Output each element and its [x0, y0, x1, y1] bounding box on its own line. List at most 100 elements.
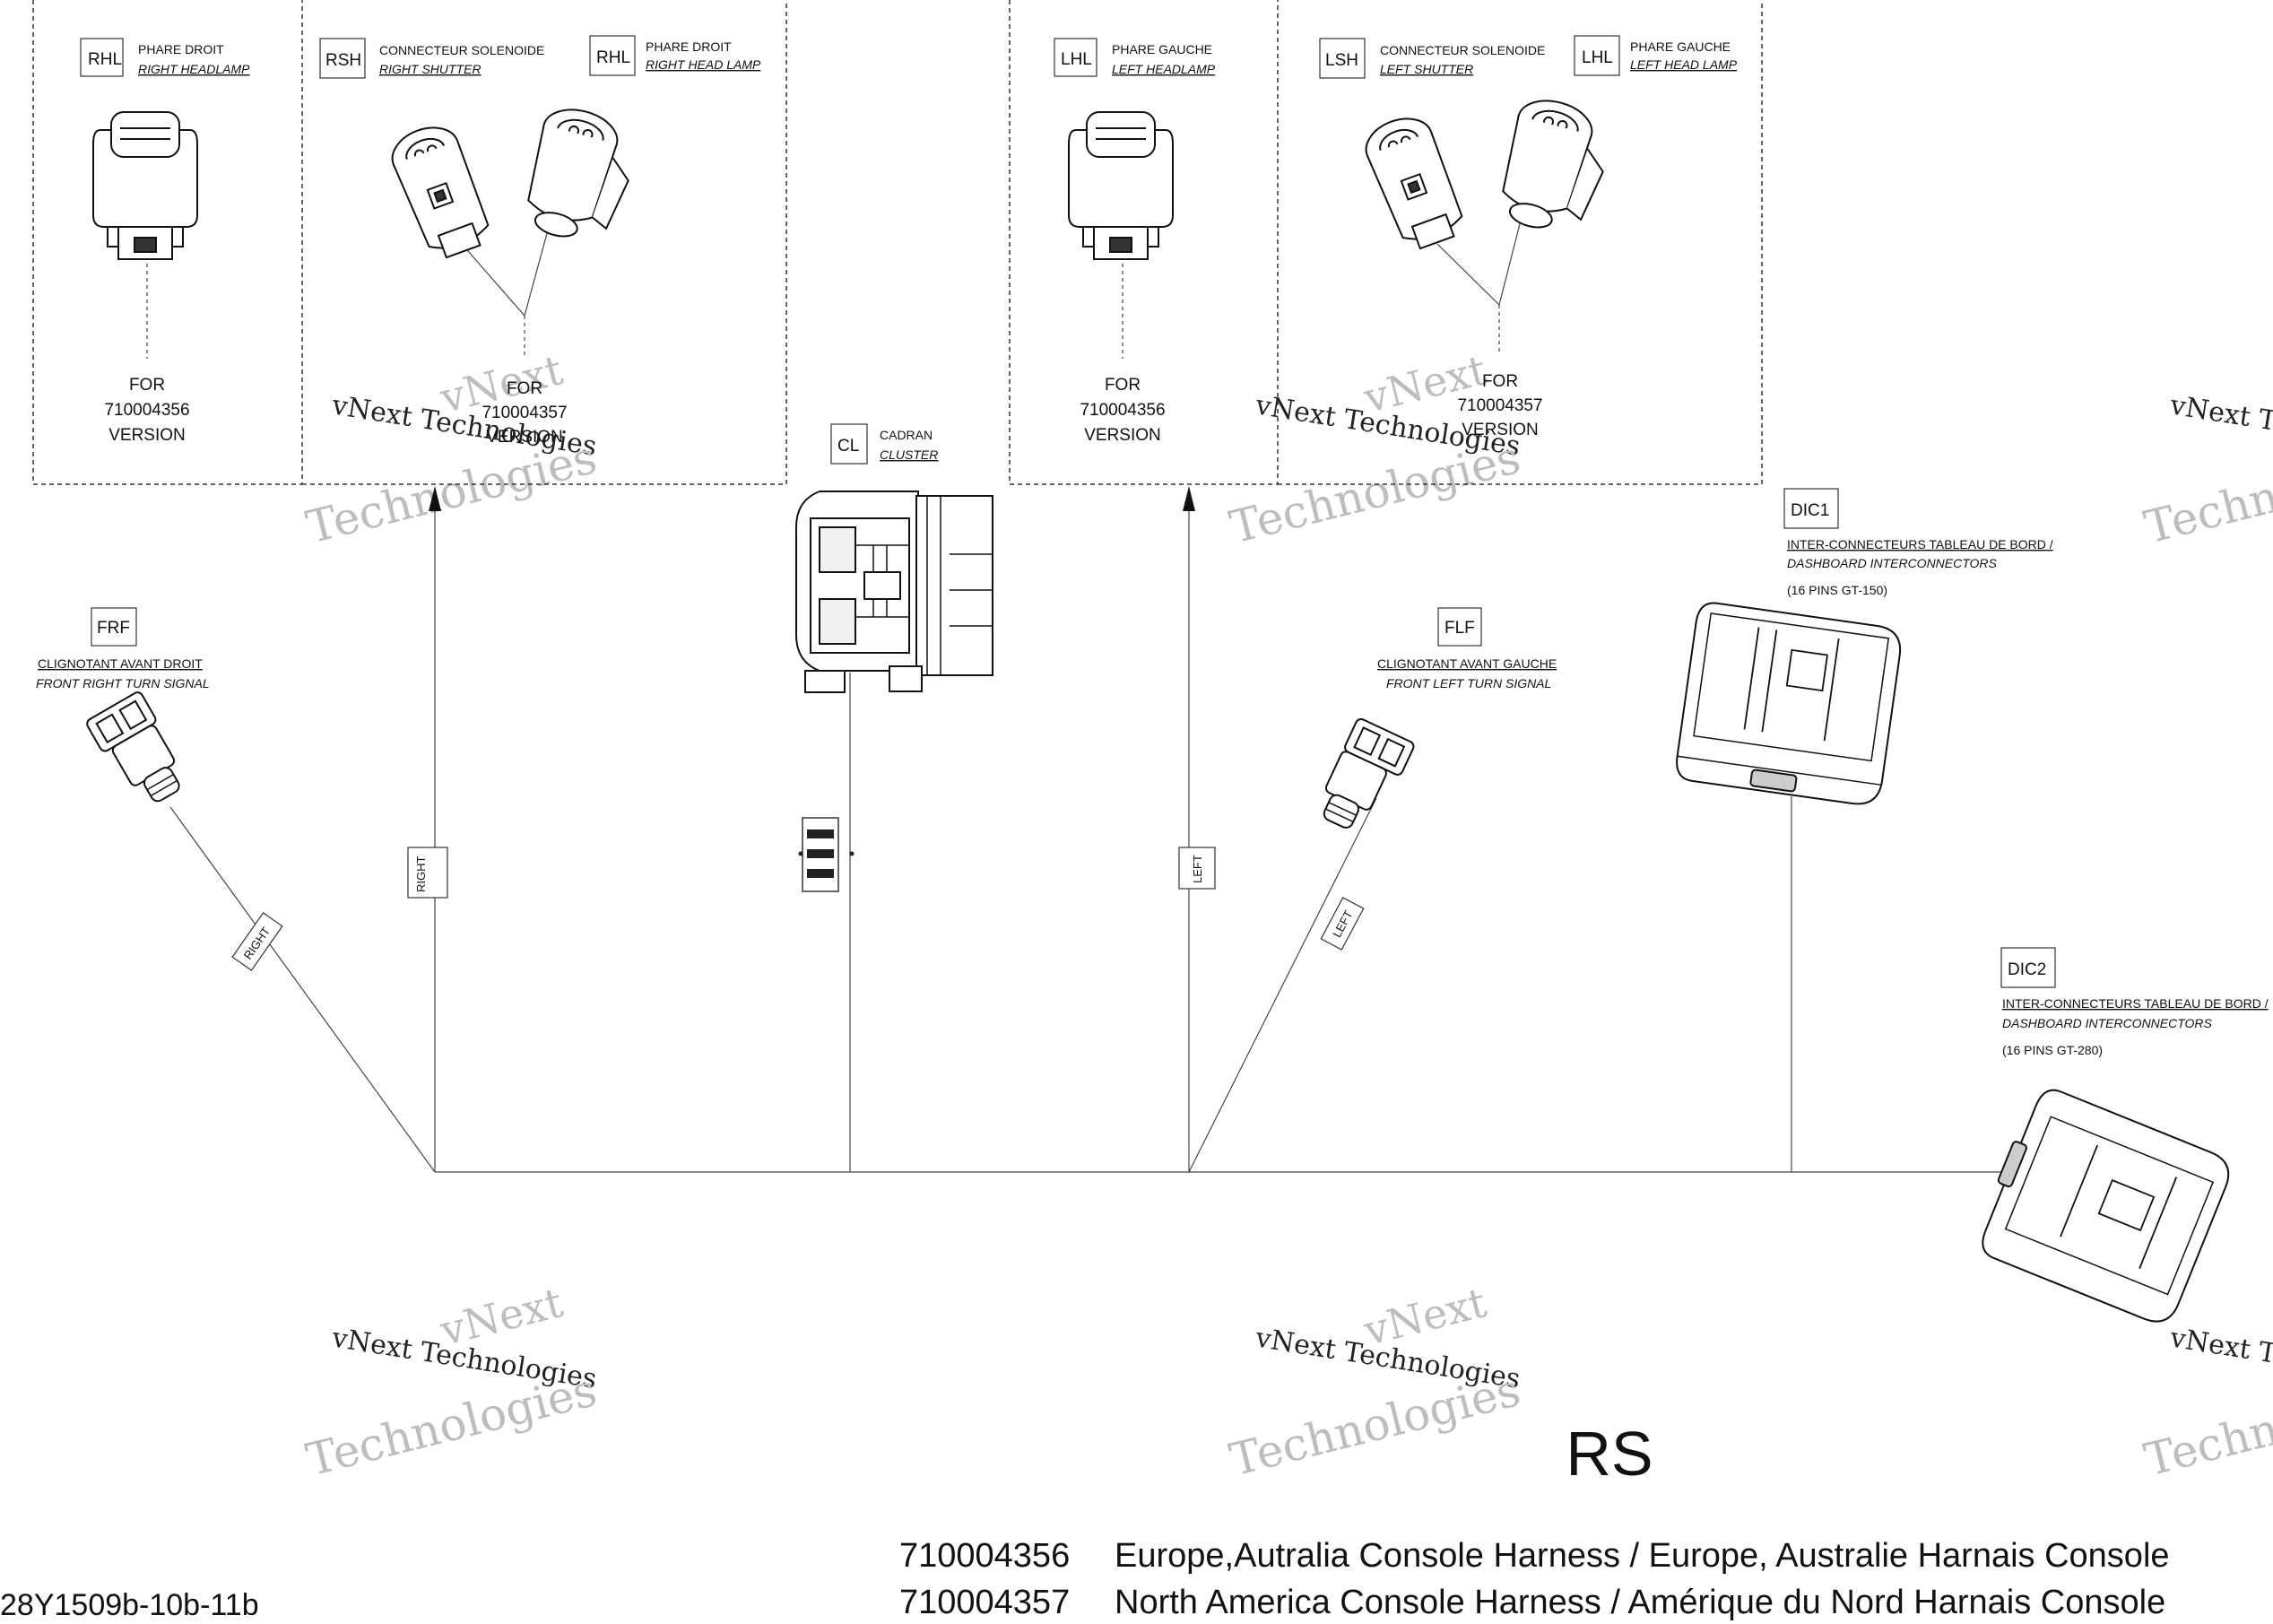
- label-lhl-head-lamp: LHL PHARE GAUCHE LEFT HEAD LAMP: [1574, 35, 1738, 76]
- connector-drawings: [86, 100, 2230, 1323]
- headlamp-plug-icon: [92, 111, 198, 260]
- wire-tag-left-vertical: LEFT: [1178, 847, 1216, 890]
- connector-code: RSH: [325, 51, 361, 70]
- wire-front-right-signal: [169, 806, 436, 1173]
- version-note-for: FOR: [507, 379, 542, 398]
- headlamp-socket-icon: [527, 109, 629, 238]
- connector-name-fr: PHARE DROIT: [646, 39, 732, 54]
- version-note-part: 710004357: [1457, 396, 1542, 415]
- connector-name-fr: CLIGNOTANT AVANT DROIT: [38, 656, 203, 671]
- label-flf-turn-signal: FLF CLIGNOTANT AVANT GAUCHE FRONT LEFT T…: [1377, 607, 1557, 690]
- watermarks: vNext vNext Technologies Technologies vN…: [301, 345, 2273, 1486]
- connector-pins: (16 PINS GT-280): [2002, 1043, 2103, 1057]
- headlamp-socket-icon: [1502, 100, 1604, 229]
- version-note-word: VERSION: [1462, 421, 1539, 439]
- version-note-part: 710004356: [104, 401, 189, 420]
- label-dic1-interconnector: DIC1 INTER-CONNECTEURS TABLEAU DE BORD /…: [1783, 488, 2053, 597]
- connector-name-fr: CONNECTEUR SOLENOIDE: [379, 43, 544, 57]
- connector-name-fr: INTER-CONNECTEURS TABLEAU DE BORD /: [2002, 996, 2269, 1011]
- version-note-right-b: FOR 710004357 VERSION: [481, 379, 567, 447]
- turn-signal-connector-icon: [86, 691, 180, 803]
- connector-code: RHL: [88, 50, 122, 69]
- cluster-connector-icon: [795, 491, 993, 693]
- watermark-technologies: Technologies: [1225, 431, 1525, 553]
- connector-code: LHL: [1582, 48, 1613, 67]
- harness-description: North America Console Harness / Amérique…: [1115, 1584, 2165, 1621]
- wire-tag-left-label: LEFT: [1191, 855, 1204, 883]
- connector-name-fr: PHARE GAUCHE: [1630, 39, 1731, 54]
- connector-name-en: DASHBOARD INTERCONNECTORS: [2002, 1016, 2213, 1030]
- label-lsh-shutter: LSH CONNECTEUR SOLENOIDE LEFT SHUTTER: [1319, 38, 1545, 79]
- watermark-technologies: Technologies: [301, 1364, 602, 1486]
- wire-tag-right-diagonal: RIGHT: [231, 912, 283, 971]
- connector-labels: RHL PHARE DROIT RIGHT HEADLAMP RSH CONNE…: [36, 35, 2269, 1057]
- watermark-vnext-technologies: vNext Technologies: [2167, 389, 2273, 462]
- harness-part-number: 710004356: [899, 1537, 1070, 1575]
- connector-name-en: RIGHT SHUTTER: [379, 62, 481, 76]
- version-note-part: 710004357: [481, 404, 567, 422]
- label-lhl-headlamp: LHL PHARE GAUCHE LEFT HEADLAMP: [1054, 38, 1216, 77]
- label-cl-cluster: CL CADRAN CLUSTER: [830, 423, 938, 465]
- harness-description: Europe,Autralia Console Harness / Europe…: [1115, 1537, 2170, 1575]
- connector-name-en: CLUSTER: [880, 447, 938, 462]
- version-box-left-b: [1278, 0, 1763, 485]
- arrows: [429, 486, 1195, 511]
- connector-name-en: RIGHT HEADLAMP: [138, 62, 250, 76]
- wire-tags: RIGHT RIGHT LEFT LEFT: [231, 817, 1365, 971]
- wire-tag-left-diagonal: LEFT: [1320, 897, 1365, 951]
- label-frf-turn-signal: FRF CLIGNOTANT AVANT DROIT FRONT RIGHT T…: [36, 607, 210, 690]
- label-rsh-shutter: RSH CONNECTEUR SOLENOIDE RIGHT SHUTTER: [319, 38, 544, 79]
- version-box-right-a: [32, 0, 303, 485]
- connector-name-fr: PHARE DROIT: [138, 42, 224, 56]
- connector-name-en: LEFT HEAD LAMP: [1630, 57, 1738, 72]
- inline-fuse-block: [798, 817, 855, 892]
- version-boxes: [32, 0, 1763, 485]
- connector-code: DIC1: [1791, 501, 1829, 520]
- connector-code: DIC2: [2008, 960, 2046, 979]
- headlamp-plug-icon: [1068, 111, 1174, 260]
- connector-name-fr: CONNECTEUR SOLENOIDE: [1380, 43, 1545, 57]
- connector-code: CL: [837, 437, 859, 456]
- version-note-part: 710004356: [1080, 401, 1165, 420]
- wire-tag-right-vertical: RIGHT: [407, 847, 448, 899]
- watermark-technologies: Technologies: [2139, 431, 2273, 553]
- version-box-left-a: [1009, 0, 1279, 485]
- connector-code: FLF: [1444, 619, 1475, 638]
- arrow-up-icon: [429, 486, 441, 511]
- version-note-for: FOR: [1482, 372, 1518, 391]
- harness-list: 710004356 Europe,Autralia Console Harnes…: [899, 1537, 2170, 1621]
- model-label: RS: [1566, 1419, 1653, 1489]
- connector-name-en: LEFT SHUTTER: [1380, 62, 1473, 76]
- figure-code: 28Y1509b-10b-11b: [0, 1588, 259, 1622]
- wires: [146, 205, 2062, 1173]
- watermark: vNext vNext Technologies Technologies: [301, 345, 602, 553]
- dashboard-interconnector-icon: [1676, 602, 1902, 805]
- version-note-for: FOR: [1105, 376, 1141, 395]
- connector-name-en: FRONT RIGHT TURN SIGNAL: [36, 676, 210, 690]
- connector-code: LHL: [1061, 50, 1092, 69]
- watermark-technologies: Technologies: [2139, 1364, 2273, 1486]
- version-note-word: VERSION: [1084, 426, 1161, 445]
- watermark-technologies: Technologies: [1225, 1364, 1525, 1486]
- arrow-up-icon: [1183, 486, 1195, 511]
- label-rhl-head-lamp: RHL PHARE DROIT RIGHT HEAD LAMP: [589, 35, 761, 76]
- watermark: vNext vNext Technologies Technologies: [1225, 345, 1525, 553]
- watermark: vNext vNext Technologies Technologies: [1225, 1278, 1525, 1486]
- connector-name-fr: CLIGNOTANT AVANT GAUCHE: [1377, 656, 1557, 671]
- solenoid-connector-icon: [391, 126, 490, 259]
- connector-code: RHL: [596, 48, 630, 67]
- connector-name-en: RIGHT HEAD LAMP: [646, 57, 761, 72]
- footer-text: RS 710004356 Europe,Autralia Console Har…: [0, 1419, 2170, 1622]
- connector-code: LSH: [1325, 51, 1358, 70]
- connector-name-en: DASHBOARD INTERCONNECTORS: [1787, 556, 1998, 570]
- watermark-technologies: Technologies: [301, 431, 602, 553]
- watermark-vnext-technologies: vNext Technologies: [2167, 1322, 2273, 1394]
- harness-part-number: 710004357: [899, 1584, 1070, 1621]
- version-notes: FOR 710004356 VERSION FOR 710004357 VERS…: [104, 372, 1542, 447]
- version-note-for: FOR: [129, 376, 165, 395]
- connector-pins: (16 PINS GT-150): [1787, 583, 1887, 597]
- version-note-left-b: FOR 710004357 VERSION: [1457, 372, 1542, 439]
- wire-tag-right-label: RIGHT: [414, 856, 428, 893]
